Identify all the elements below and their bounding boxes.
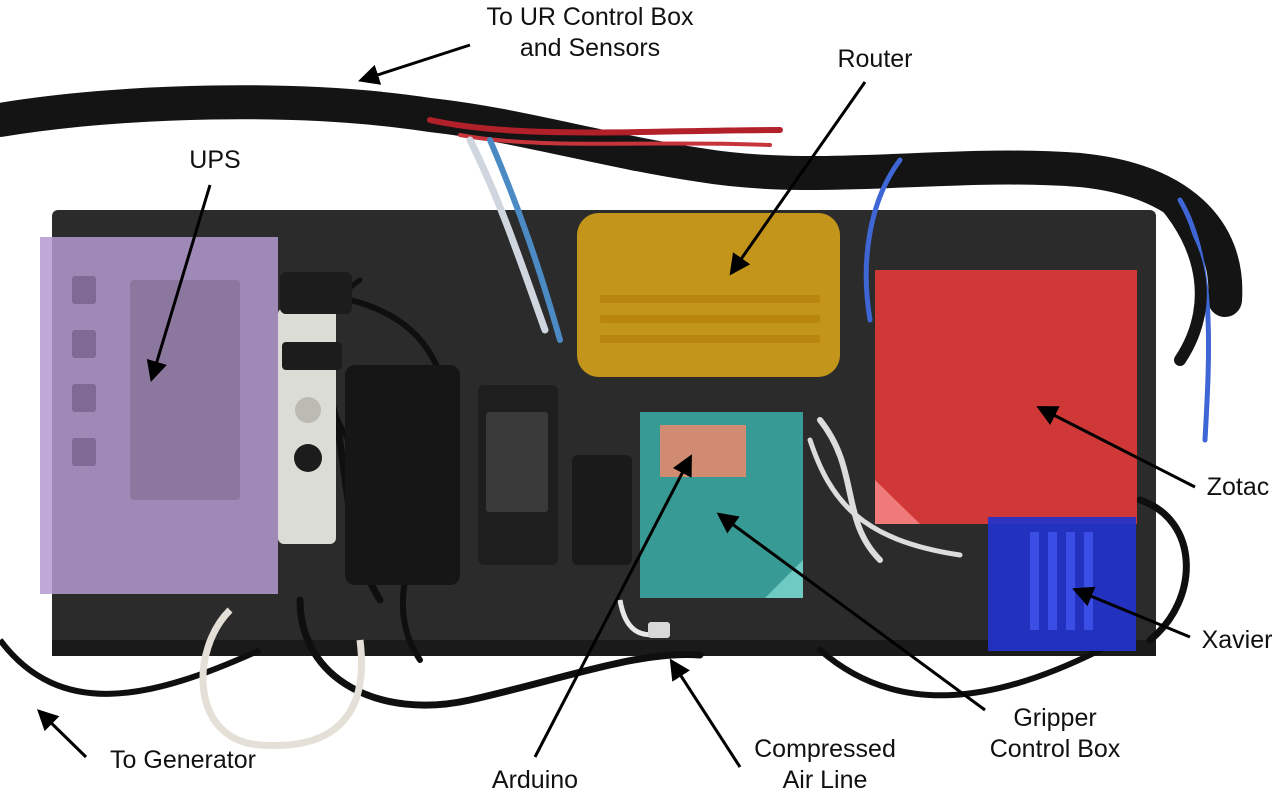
label-zotac: Zotac bbox=[1206, 473, 1270, 501]
top-cable-loom bbox=[0, 85, 1243, 443]
white-cable bbox=[199, 607, 365, 750]
arrow-zotac bbox=[1036, 406, 1196, 489]
ups-outlets bbox=[72, 276, 240, 500]
router-vents bbox=[600, 295, 820, 343]
board-edge-shadow bbox=[52, 640, 1156, 656]
power-brick-large bbox=[345, 365, 460, 585]
power-adapter-mid bbox=[282, 342, 342, 370]
arrow-generator bbox=[36, 709, 88, 759]
label-ur-control-box: To UR Control Box and Sensors bbox=[460, 2, 720, 65]
label-compressed-air-line: Compressed Air Line bbox=[735, 734, 915, 797]
arrow-ur bbox=[358, 43, 471, 85]
pointer-arrows bbox=[36, 43, 1196, 768]
arrow-xavier bbox=[1072, 586, 1191, 639]
arrow-ups bbox=[146, 184, 212, 383]
arduino-region bbox=[660, 425, 746, 477]
outlet-plug bbox=[294, 444, 322, 472]
generator-cable bbox=[0, 638, 262, 697]
xavier-fins bbox=[1030, 532, 1093, 630]
arrow-arduino bbox=[533, 454, 692, 758]
arrow-air bbox=[669, 658, 742, 768]
label-arduino: Arduino bbox=[491, 766, 579, 794]
zotac-corner bbox=[875, 480, 920, 524]
xavier-region bbox=[988, 517, 1136, 651]
label-air-line1: Compressed bbox=[754, 735, 896, 763]
label-ups: UPS bbox=[189, 146, 241, 174]
power-brick-small bbox=[572, 455, 632, 565]
air-fitting bbox=[648, 622, 670, 638]
label-gripper-control-box: Gripper Control Box bbox=[965, 703, 1145, 766]
label-ur-line1: To UR Control Box bbox=[486, 3, 694, 31]
zotac-region bbox=[875, 270, 1137, 524]
label-gripper-line2: Control Box bbox=[989, 735, 1121, 764]
outlet bbox=[295, 397, 321, 423]
label-to-generator: To Generator bbox=[110, 746, 256, 774]
label-ur-line2: and Sensors bbox=[519, 34, 661, 63]
label-router: Router bbox=[837, 45, 913, 73]
label-xavier: Xavier bbox=[1201, 626, 1273, 654]
label-gripper-line1: Gripper bbox=[1013, 704, 1097, 732]
arrow-router bbox=[729, 81, 867, 276]
power-adapter-top bbox=[280, 272, 352, 314]
arrow-gripper bbox=[716, 512, 986, 712]
power-supply-label bbox=[486, 412, 548, 512]
label-air-line2: Air Line bbox=[782, 766, 868, 795]
